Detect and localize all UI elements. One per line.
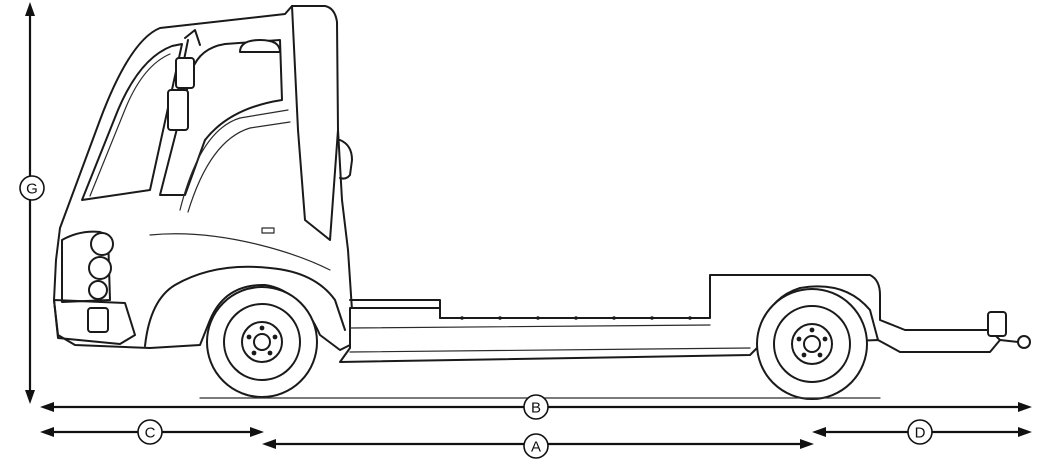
dimension-height: G (19, 2, 45, 404)
mirror-lower (167, 89, 189, 131)
wheelbase-badge (523, 433, 549, 459)
chassis-inner-line (349, 324, 751, 353)
overall-length-badge (523, 394, 549, 420)
height-badge (19, 175, 45, 201)
front-overhang-arrow-right (250, 427, 264, 437)
tow-hitch-block (987, 311, 1007, 337)
headlight-1 (90, 232, 114, 256)
rivet (498, 316, 502, 320)
rivet (460, 316, 464, 320)
front-lug (251, 350, 257, 356)
headlight-3 (88, 280, 108, 300)
wheelbase-label: A (531, 439, 541, 456)
rear-hub-center (803, 335, 821, 353)
height-arrow-bottom (25, 390, 35, 404)
door-handle (261, 227, 275, 234)
windshield-inner (89, 53, 171, 197)
door-line (149, 233, 331, 271)
front-rim (223, 303, 301, 381)
front-wheel-arch (144, 265, 346, 347)
front-lug (259, 325, 265, 331)
height-label: G (26, 181, 38, 198)
overall-length-label: B (531, 400, 541, 417)
truck-drawing (53, 5, 1031, 400)
mirror-upper (175, 57, 195, 89)
rear-rim (773, 305, 851, 383)
fog-lamp (87, 307, 109, 333)
front-hub (241, 321, 283, 363)
dimension-rear-overhang: D (812, 419, 1032, 445)
front-bumper (53, 299, 136, 345)
front-lug (246, 334, 252, 340)
rear-lug (822, 336, 828, 342)
front-wheel (206, 286, 318, 398)
cab-rear-pillar (291, 5, 339, 241)
rivet (688, 316, 692, 320)
rear-lug (796, 336, 802, 342)
windshield (81, 43, 183, 201)
cab-rear-handle (339, 139, 353, 180)
rivet (536, 316, 540, 320)
rear-overhang-arrow-left (812, 427, 826, 437)
rear-lug (809, 327, 815, 333)
rear-overhang-badge (907, 419, 933, 445)
rivet (650, 316, 654, 320)
rear-wheel (756, 288, 868, 400)
door-curve-upper (179, 109, 289, 211)
front-overhang-label: C (145, 425, 156, 442)
front-lug (272, 334, 278, 340)
front-grille (61, 230, 111, 303)
dimension-wheelbase: A (262, 433, 814, 459)
beacon-light (239, 39, 281, 53)
rivet (574, 316, 578, 320)
mirror-mount (184, 29, 201, 46)
chassis-rivets (460, 316, 692, 320)
rear-overhang-arrow-right (1018, 427, 1032, 437)
rear-hub (791, 323, 833, 365)
wheelbase-arrow-left (262, 439, 276, 449)
front-hub-center (253, 333, 271, 351)
chassis-step (349, 299, 441, 319)
wheelbase-arrow-right (800, 439, 814, 449)
rear-lug (817, 352, 823, 358)
rear-lug (801, 352, 807, 358)
headlight-2 (88, 256, 112, 280)
overall-length-arrow-left (40, 402, 54, 412)
rivet (612, 316, 616, 320)
front-lug (267, 350, 273, 356)
rear-overhang-label: D (915, 425, 926, 442)
front-overhang-arrow-left (40, 427, 54, 437)
door-curve-lower (187, 121, 291, 213)
tow-bar (999, 339, 1019, 343)
front-overhang-badge (137, 419, 163, 445)
dimension-overall-length: B (40, 394, 1032, 420)
overall-length-arrow-right (1018, 402, 1032, 412)
height-arrow-top (25, 2, 35, 16)
dimension-front-overhang: C (40, 419, 264, 445)
tow-ball (1017, 335, 1031, 349)
side-window (159, 39, 283, 196)
